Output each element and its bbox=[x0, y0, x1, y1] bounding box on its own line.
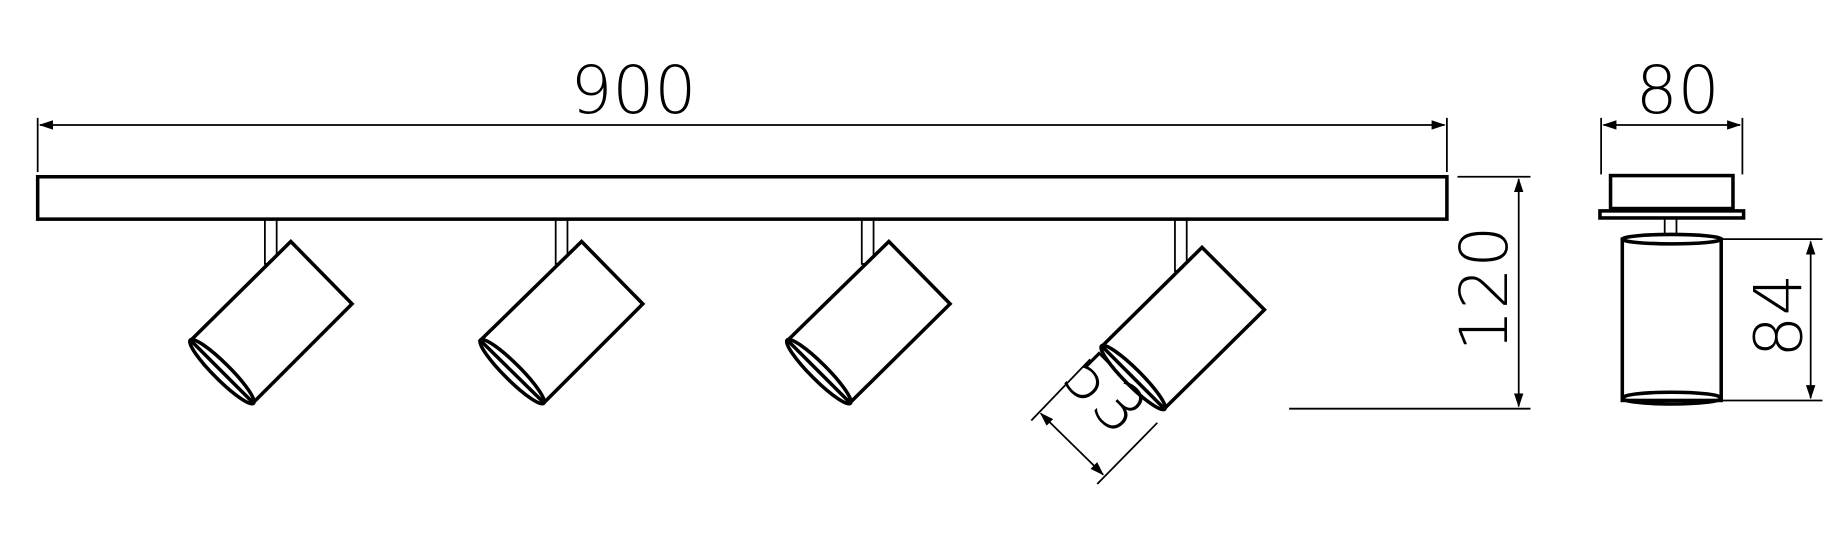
height-label: 120 bbox=[1446, 226, 1523, 352]
length-dimension: 900 bbox=[36, 52, 1448, 173]
length-label: 900 bbox=[570, 52, 696, 129]
head-length-dimension: 84 bbox=[1721, 238, 1823, 402]
spot-4 bbox=[1099, 218, 1267, 412]
spot-3 bbox=[784, 218, 953, 406]
height-dimension: 120 bbox=[1289, 175, 1531, 410]
side-view bbox=[1598, 173, 1746, 406]
spot-2 bbox=[477, 218, 646, 406]
width-label: 80 bbox=[1636, 52, 1720, 129]
rail-bar bbox=[35, 174, 1449, 221]
head-length-label: 84 bbox=[1740, 274, 1817, 358]
spot-1 bbox=[187, 218, 355, 406]
width-dimension: 80 bbox=[1600, 52, 1744, 175]
